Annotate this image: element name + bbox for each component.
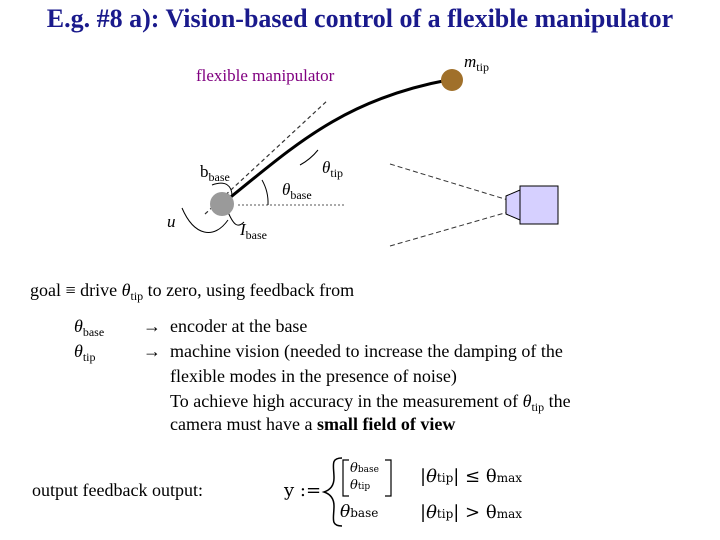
feedback-item-base: θbase: [74, 316, 105, 339]
condition-2: |θtip| > θmax: [420, 502, 522, 523]
flexible-arm: [221, 78, 449, 206]
theta-tip-label: θtip: [322, 158, 344, 180]
feedback-text-tip: machine vision (needed to increase the d…: [170, 341, 563, 361]
feedback-arrow-tip: →: [143, 341, 161, 361]
b-base-label: bbase: [200, 162, 230, 184]
theta-base-arc: [261, 179, 269, 206]
inertia-curve: [227, 211, 245, 226]
i-base-label: Ibase: [240, 220, 267, 242]
continuation-line-1: flexible modes in the presence of noise): [170, 366, 457, 386]
m-tip-label: mtip: [464, 52, 489, 74]
damper-curve: [211, 182, 233, 197]
feedback-item-tip: θtip: [74, 341, 96, 364]
vector-bottom-entry: θtip: [350, 478, 371, 493]
vector-top-entry: θbase: [350, 461, 379, 476]
continuation-line-2: To achieve high accuracy in the measurem…: [170, 391, 571, 414]
flexible-manipulator-label: flexible manipulator: [196, 66, 335, 85]
output-feedback-label: output feedback output:: [32, 480, 203, 500]
feedback-text-base: encoder at the base: [170, 316, 308, 336]
y-define: y :=: [284, 480, 322, 501]
cases-brace: [321, 457, 343, 527]
slide-title: E.g. #8 a): Vision-based control of a fl…: [46, 4, 674, 33]
vector-left-bracket: [342, 459, 349, 497]
u-label: u: [167, 212, 176, 231]
camera-body: [519, 185, 559, 225]
condition-1: |θtip| ≤ θmax: [420, 466, 522, 487]
input-curve: [181, 207, 229, 233]
camera-view-bottom: [389, 211, 509, 247]
camera-view-top: [389, 163, 509, 201]
case-2-value: θbase: [340, 502, 379, 522]
theta-tip-arc: [299, 149, 319, 166]
goal-line: goal ≡ drive θtip to zero, using feedbac…: [30, 280, 355, 303]
base-joint: [210, 192, 234, 216]
feedback-arrow-base: →: [143, 316, 161, 336]
tip-mass: [441, 69, 463, 91]
theta-base-label: θbase: [282, 180, 312, 202]
vector-right-bracket: [385, 459, 392, 497]
continuation-line-3: camera must have a small field of view: [170, 414, 456, 434]
